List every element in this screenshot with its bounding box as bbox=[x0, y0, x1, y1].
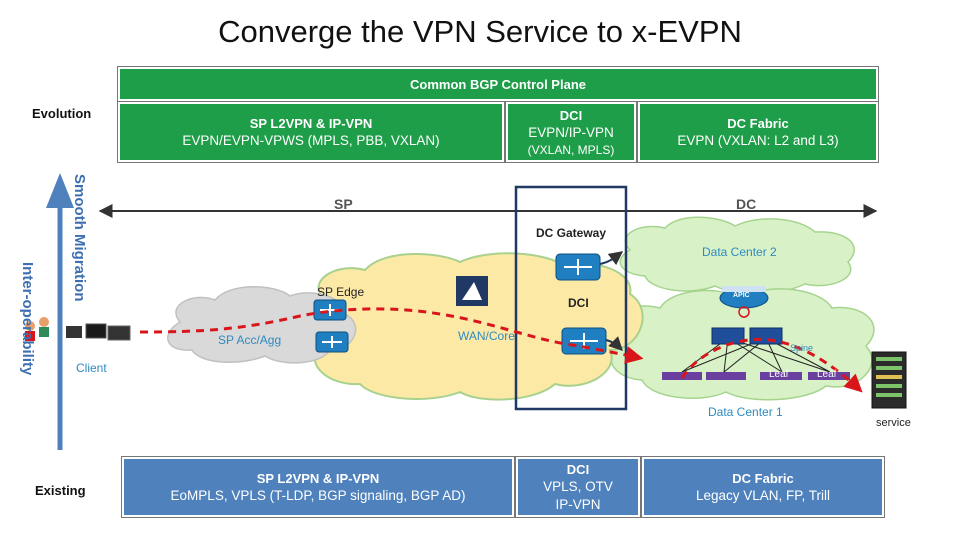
existing-dc-title: DC Fabric bbox=[732, 470, 794, 486]
dci-to-dc1-arrow bbox=[605, 336, 623, 351]
apic-label: APIC bbox=[733, 292, 750, 299]
evolution-label: Evolution bbox=[32, 106, 92, 121]
provider-logo bbox=[456, 276, 488, 306]
data-center-2-cloud bbox=[619, 216, 855, 294]
existing-dci-title: DCI bbox=[566, 461, 590, 477]
gateway-to-dc2-arrow bbox=[599, 251, 624, 266]
existing-dci-line2: IP-VPN bbox=[555, 496, 601, 512]
sp-edge-router-top-icon bbox=[313, 299, 347, 321]
evolution-dci-line1: EVPN/IP-VPN bbox=[528, 124, 614, 140]
service-label: service bbox=[876, 417, 911, 429]
apic-controller-icon bbox=[719, 286, 769, 318]
existing-dci-line1: VPLS, OTV bbox=[543, 478, 613, 494]
evolution-dci-line2: (VXLAN, MPLS) bbox=[527, 142, 615, 157]
sp-acc-agg-label: SP Acc/Agg bbox=[218, 333, 282, 347]
evolution-sp-detail: EVPN/EVPN-VPWS (MPLS, PBB, VXLAN) bbox=[182, 132, 440, 148]
leaf-label-1: Leaf bbox=[769, 369, 789, 380]
inter-operability-label: Inter-operability bbox=[19, 262, 36, 376]
service-rack-icon bbox=[871, 351, 907, 409]
existing-dci-box: DCI VPLS, OTV IP-VPN bbox=[516, 457, 640, 517]
data-center-2-label: Data Center 2 bbox=[702, 245, 777, 259]
leaf-label-2: Leaf bbox=[817, 369, 837, 380]
existing-dc-detail: Legacy VLAN, FP, Trill bbox=[695, 487, 831, 503]
sp-edge-label: SP Edge bbox=[317, 285, 365, 299]
dc-label: DC bbox=[736, 196, 757, 212]
evolution-dci-box: DCI EVPN/IP-VPN (VXLAN, MPLS) bbox=[506, 102, 636, 162]
existing-sp-detail: EoMPLS, VPLS (T-LDP, BGP signaling, BGP … bbox=[170, 487, 466, 503]
sp-edge-router-bottom-icon bbox=[315, 331, 349, 353]
client-devices-icon bbox=[25, 317, 131, 341]
existing-sp-box: SP L2VPN & IP-VPN EoMPLS, VPLS (T-LDP, B… bbox=[122, 457, 514, 517]
existing-dc-box: DC Fabric Legacy VLAN, FP, Trill bbox=[642, 457, 884, 517]
dc-gateway-router-icon bbox=[555, 253, 601, 281]
evolution-sp-box: SP L2VPN & IP-VPN EVPN/EVPN-VPWS (MPLS, … bbox=[118, 102, 504, 162]
dci-boundary-box bbox=[514, 185, 628, 411]
dci-label: DCI bbox=[568, 296, 589, 310]
page-title: Converge the VPN Service to x-EVPN bbox=[218, 14, 742, 49]
evolution-sp-title: SP L2VPN & IP-VPN bbox=[249, 115, 373, 131]
dc-gateway-label: DC Gateway bbox=[536, 226, 607, 240]
existing-sp-title: SP L2VPN & IP-VPN bbox=[256, 470, 380, 486]
evolution-dc-box: DC Fabric EVPN (VXLAN: L2 and L3) bbox=[638, 102, 878, 162]
traffic-path bbox=[139, 307, 863, 393]
wan-core-label: WAN/Core bbox=[458, 329, 515, 343]
sp-acc-agg-cloud bbox=[167, 286, 357, 364]
existing-label: Existing bbox=[35, 483, 86, 498]
evolution-dc-title: DC Fabric bbox=[727, 115, 789, 131]
evolution-dci-title: DCI bbox=[559, 107, 583, 123]
spine-label: Spine bbox=[790, 343, 814, 353]
common-bgp-control-plane: Common BGP Control Plane bbox=[118, 67, 878, 101]
control-plane-title: Common BGP Control Plane bbox=[410, 76, 586, 92]
client-label: Client bbox=[76, 361, 107, 375]
data-center-1-label: Data Center 1 bbox=[708, 405, 783, 419]
evolution-dc-detail: EVPN (VXLAN: L2 and L3) bbox=[677, 132, 839, 148]
sp-label: SP bbox=[334, 196, 353, 212]
smooth-migration-label: Smooth Migration bbox=[71, 174, 88, 302]
